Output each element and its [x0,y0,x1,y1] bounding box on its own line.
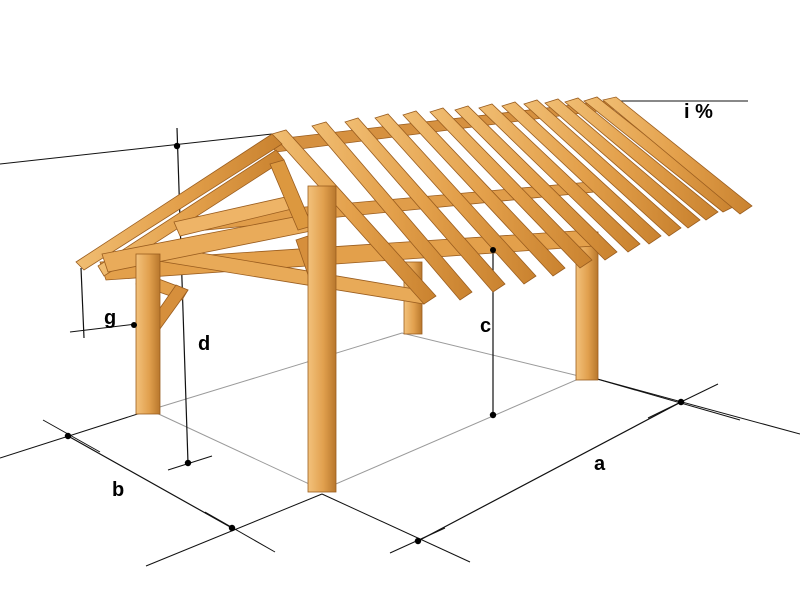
dot-c-top [490,247,496,253]
ground-footprint [149,332,585,491]
dot-b-start [64,432,72,440]
dot-d-bottom [184,459,192,467]
rafters-right-slope [271,96,753,305]
label-a: a [594,453,606,475]
label-d: d [198,333,210,355]
post-front-left [135,253,161,415]
label-g: g [104,307,116,329]
dot-a-end [677,398,685,406]
label-b: b [112,479,124,501]
front-posts [135,185,337,493]
rafters-left-slope [75,133,285,277]
label-slope: i % [684,101,713,123]
dot-a-start [414,537,422,545]
dot-b-end [228,524,236,532]
dimension-labels: a b c d g i % [104,101,713,501]
label-c: c [480,315,491,337]
dot-c-bottom [489,411,497,419]
dimension-markers [64,142,685,545]
dot-d-top [173,142,181,150]
post-front-center [307,185,337,493]
dot-g [131,322,137,328]
